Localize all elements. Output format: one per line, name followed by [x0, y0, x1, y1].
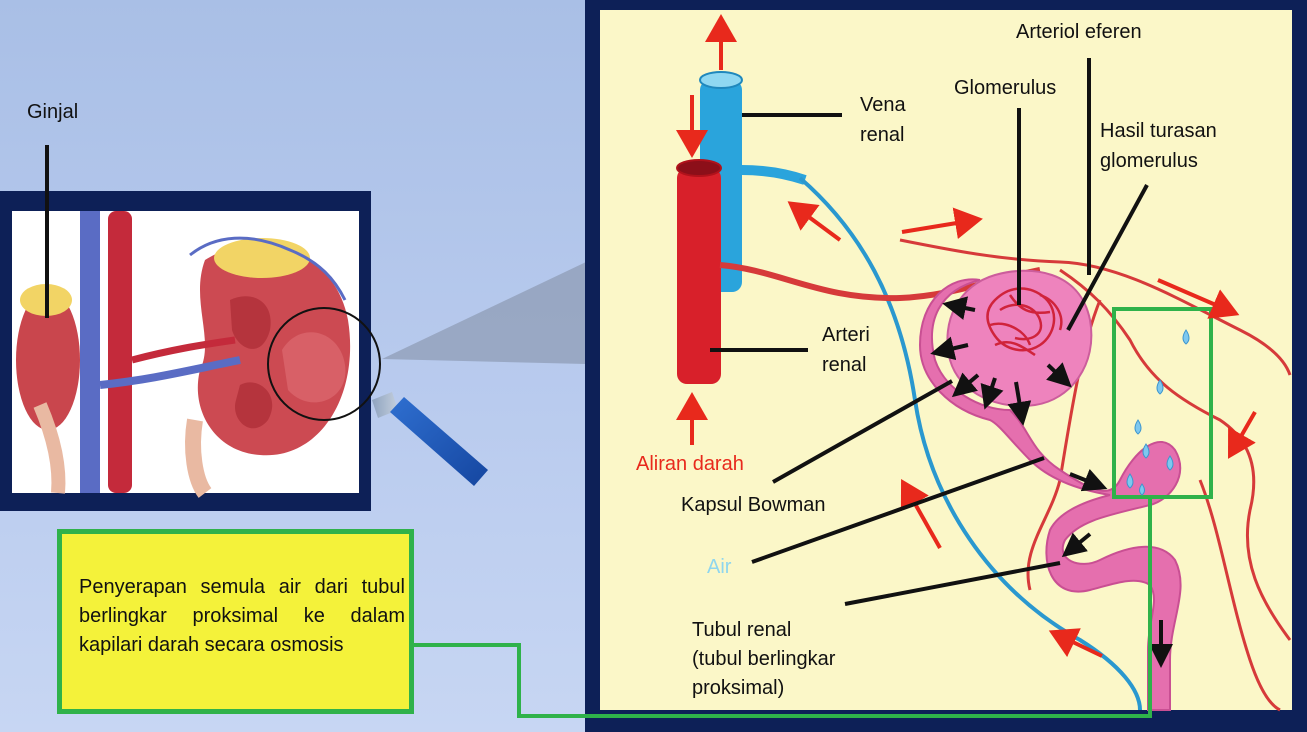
- label-aliran-darah: Aliran darah: [636, 453, 744, 475]
- label-arteri-renal-line1: Arteri: [822, 324, 870, 346]
- kidney-illustration: [0, 191, 381, 511]
- label-tubul-renal: Tubul renal (tubul berlingkar proksimal): [692, 616, 835, 703]
- magnifier-handle[interactable]: [372, 392, 488, 486]
- label-hasil-turasan: Hasil turasan glomerulus: [1100, 116, 1217, 176]
- label-arteriol-eferen: Arteriol eferen: [1016, 21, 1142, 43]
- blood-vessels: [676, 71, 1292, 712]
- label-glomerulus: Glomerulus: [954, 77, 1057, 99]
- label-arteri-renal-line2: renal: [822, 354, 867, 376]
- water-droplets: [1126, 329, 1190, 496]
- label-air: Air: [707, 556, 732, 578]
- label-vena-renal-line2: renal: [860, 124, 905, 146]
- label-vena-renal-line1: Vena: [860, 94, 906, 116]
- filtration-arrows: [930, 296, 1173, 668]
- label-tubul-renal-line2: (tubul berlingkar: [692, 648, 836, 670]
- label-ginjal: Ginjal: [27, 101, 79, 123]
- blood-flow-arrows: [676, 14, 1257, 658]
- explanation-callout: Penyerapan semula air dari tubul berling…: [57, 529, 414, 714]
- zoom-wedge: [382, 262, 586, 364]
- label-hasil-turasan-line2: glomerulus: [1100, 150, 1198, 172]
- callout-connector: [414, 497, 1152, 718]
- label-kapsul-bowman: Kapsul Bowman: [681, 494, 826, 516]
- reabsorption-highlight: [1112, 307, 1213, 499]
- callout-text: Penyerapan semula air dari tubul berling…: [79, 576, 405, 656]
- label-tubul-renal-line1: Tubul renal: [692, 619, 792, 641]
- label-vena-renal: Vena renal: [860, 90, 906, 150]
- label-hasil-turasan-line1: Hasil turasan: [1100, 120, 1217, 142]
- label-arteri-renal: Arteri renal: [822, 320, 870, 380]
- label-tubul-renal-line3: proksimal): [692, 677, 785, 699]
- leader-lines: [45, 58, 1149, 606]
